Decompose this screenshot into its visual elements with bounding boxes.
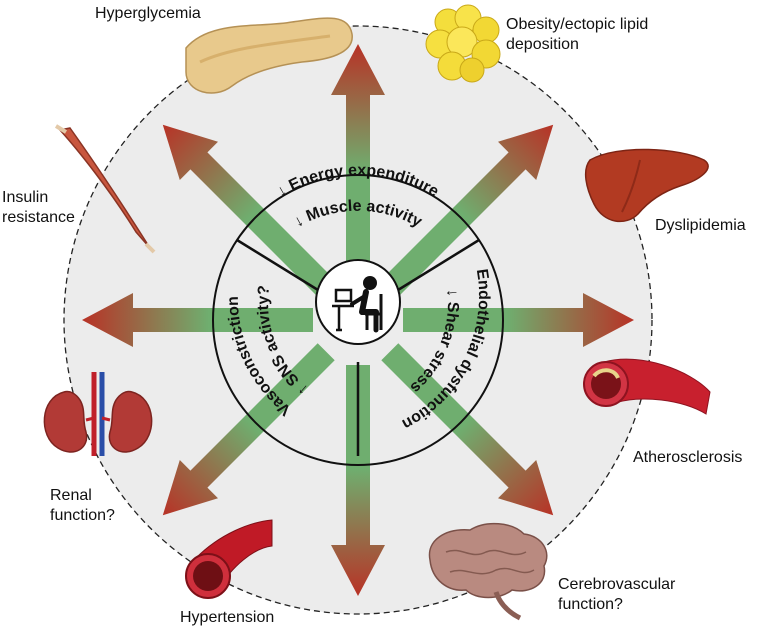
artery-plaque-icon	[583, 358, 711, 415]
arrow-down	[331, 365, 385, 596]
dyslipidemia-label: Dyslipidemia	[655, 217, 746, 234]
ring-divider-left	[236, 238, 319, 292]
obesity-label: Obesity/ectopic lipid deposition	[506, 16, 649, 53]
fat-tissue-icon	[425, 4, 501, 83]
ring-divider-right	[397, 238, 480, 292]
muscle-icon	[54, 124, 156, 254]
brain-icon	[428, 522, 548, 621]
kidneys-icon	[43, 372, 153, 456]
arrow-right	[403, 293, 634, 347]
insulin-resistance-label: Insulin resistance	[2, 189, 75, 226]
renal-label: Renal function?	[50, 487, 115, 524]
arrow-up	[331, 44, 385, 275]
liver-icon	[584, 148, 709, 223]
arrow-group	[82, 44, 634, 596]
hypertension-label: Hypertension	[180, 609, 275, 626]
arrow-down-left	[162, 343, 335, 516]
blood-vessel-icon	[185, 519, 273, 599]
atherosclerosis-label: Atherosclerosis	[633, 449, 743, 466]
person-at-computer-icon	[315, 259, 401, 345]
cerebrovascular-label: Cerebrovascular function?	[558, 576, 676, 613]
arrow-down-right	[381, 343, 554, 516]
pancreas-icon	[185, 17, 353, 94]
arrow-up-right	[381, 124, 554, 297]
arrow-left	[82, 293, 313, 347]
hyperglycemia-label: Hyperglycemia	[95, 5, 201, 22]
inner-ring	[212, 174, 504, 466]
arrow-up-left	[162, 124, 335, 297]
